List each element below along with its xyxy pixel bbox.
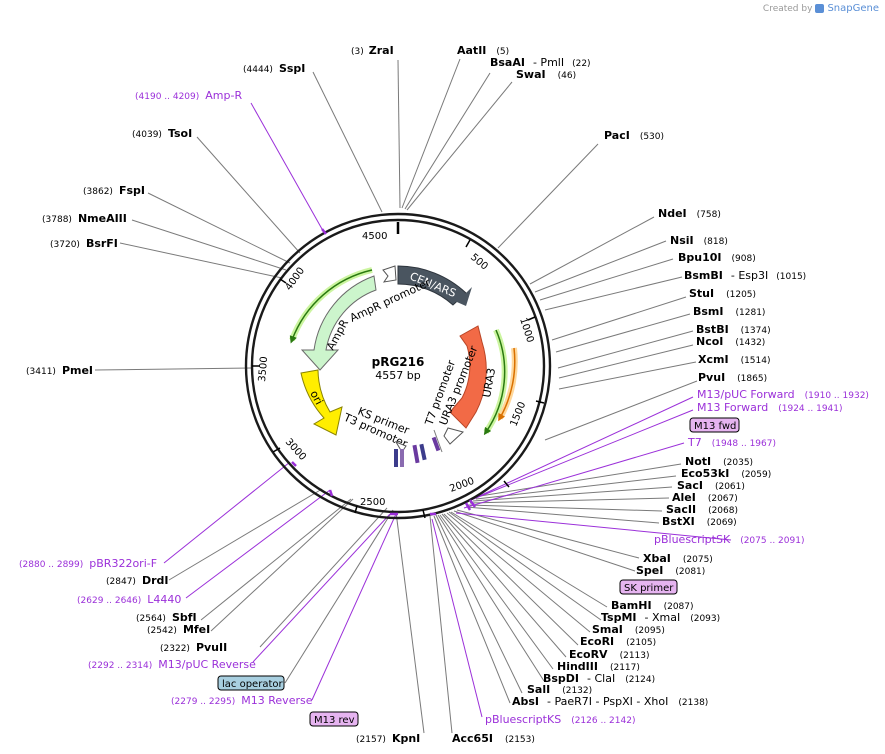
site-label[interactable]: AleI(2067) <box>672 491 738 504</box>
site-label[interactable]: (3411)PmeI <box>26 364 93 377</box>
m13-rev-box-label: M13 rev <box>314 715 355 726</box>
site-label[interactable]: (3720)BsrFI <box>50 237 118 250</box>
m13-fwd-box[interactable]: M13 fwd <box>689 417 740 433</box>
site-label[interactable]: NcoI(1432) <box>696 335 765 348</box>
ura3-feature[interactable] <box>449 325 487 429</box>
primer-bar <box>431 436 441 452</box>
tick-label: 4500 <box>362 231 387 242</box>
site-label[interactable]: EcoRV(2113) <box>569 648 650 661</box>
primer-label[interactable]: M13 Forward(1924 .. 1941) <box>697 401 843 414</box>
site-label[interactable]: BamHI(2087) <box>611 599 694 612</box>
site-label[interactable]: (2542)MfeI <box>147 623 210 636</box>
ori-label: ori <box>307 388 325 407</box>
sk-primer-box-label: SK primer <box>624 583 674 594</box>
site-label[interactable]: BsaAI- PmlI(22) <box>490 56 591 69</box>
primer-bar <box>412 444 420 464</box>
site-label[interactable]: BstXI(2069) <box>662 515 737 528</box>
primer-leader-lines <box>163 102 732 718</box>
site-label[interactable]: Bpu10I(908) <box>678 251 756 264</box>
site-label[interactable]: BspDI- ClaI(2124) <box>543 672 655 685</box>
site-label[interactable]: Acc65I(2153) <box>452 732 535 745</box>
site-label[interactable]: (2157)KpnI <box>356 732 420 745</box>
site-label[interactable]: Eco53kI(2059) <box>681 467 771 480</box>
scale-ticks <box>252 239 545 519</box>
primer-label[interactable]: pBluescriptKS(2126 .. 2142) <box>485 713 635 726</box>
primer-label[interactable]: M13/pUC Forward(1910 .. 1932) <box>697 388 869 401</box>
site-label[interactable]: EcoRI(2105) <box>580 635 656 648</box>
plasmid-name: pRG216 <box>372 355 425 369</box>
primer-bar <box>394 449 398 467</box>
ampr-feature[interactable] <box>300 275 377 371</box>
site-label[interactable]: XcmI(1514) <box>698 353 771 366</box>
left-labels: (4444)SspI (4190 .. 4209)Amp-R (4039)Tso… <box>19 62 420 745</box>
primer-label[interactable]: (2279 .. 2295)M13 Reverse <box>171 694 313 707</box>
small-promoter-arrow <box>382 265 397 283</box>
site-label[interactable]: NsiI(818) <box>670 234 728 247</box>
ura3-promoter-arrow <box>443 427 465 445</box>
snapgene-logo-icon <box>815 4 825 13</box>
site-label[interactable]: (4444)SspI <box>243 62 305 75</box>
primer-label[interactable]: (2629 .. 2646)L4440 <box>77 593 181 606</box>
site-label[interactable]: BsmBI- Esp3I(1015) <box>684 269 806 282</box>
site-label[interactable]: (3862)FspI <box>83 184 145 197</box>
m13-rev-box[interactable]: M13 rev <box>309 711 359 727</box>
tick-label: 1500 <box>509 400 529 428</box>
site-label[interactable]: SacII(2068) <box>666 503 738 516</box>
primer-bar <box>419 443 427 461</box>
site-label[interactable]: PacI(530) <box>604 129 664 142</box>
leader-lines <box>94 58 698 734</box>
ori-feature[interactable] <box>300 369 343 436</box>
site-label[interactable]: (3)ZraI <box>351 44 394 57</box>
lac-operator-box-label: lac operator <box>222 679 283 690</box>
ura3-label: URA3 <box>480 367 498 399</box>
site-label[interactable]: (3788)NmeAIII <box>42 212 127 225</box>
site-label[interactable]: SacI(2061) <box>677 479 745 492</box>
site-label[interactable]: BsmI(1281) <box>693 305 765 318</box>
site-label[interactable]: (2564)SbfI <box>136 611 197 624</box>
credit-brand: SnapGene <box>827 3 879 14</box>
site-label[interactable]: NdeI(758) <box>658 207 721 220</box>
tick-label: 2500 <box>360 497 385 508</box>
site-label[interactable]: (2322)PvuII <box>160 641 227 654</box>
primer-label[interactable]: (2292 .. 2314)M13/pUC Reverse <box>88 658 256 671</box>
site-label[interactable]: HindIII(2117) <box>557 660 640 673</box>
primer-label[interactable]: (4190 .. 4209)Amp-R <box>135 89 242 102</box>
right-labels: (3)ZraI AatII(5) BsaAI- PmlI(22) SwaI(46… <box>351 44 869 745</box>
site-label[interactable]: NotI(2035) <box>685 455 753 468</box>
site-label[interactable]: StuI(1205) <box>689 287 756 300</box>
tick-label: 3500 <box>257 356 270 382</box>
snapgene-credit: Created by SnapGene <box>763 3 879 14</box>
plasmid-length: 4557 bp <box>375 369 420 382</box>
primer-label[interactable]: T7(1948 .. 1967) <box>687 436 776 449</box>
site-label[interactable]: AbsI- PaeR7I - PspXI - XhoI(2138) <box>512 695 708 708</box>
primer-label[interactable]: (2880 .. 2899)pBR322ori-F <box>19 557 157 570</box>
site-label[interactable]: SmaI(2095) <box>592 623 665 636</box>
site-label[interactable]: SwaI(46) <box>516 68 576 81</box>
primer-bar <box>400 449 404 467</box>
site-label[interactable]: TspMI- XmaI(2093) <box>601 611 720 624</box>
tick-label: 1000 <box>517 317 535 345</box>
sk-primer-box[interactable]: SK primer <box>619 579 678 595</box>
site-label[interactable]: BstBI(1374) <box>696 323 771 336</box>
site-label[interactable]: SpeI(2081) <box>636 564 705 577</box>
lac-operator-box[interactable]: lac operator <box>217 675 285 691</box>
site-label[interactable]: AatII(5) <box>457 44 509 57</box>
site-label[interactable]: XbaI(2075) <box>643 552 713 565</box>
site-label[interactable]: PvuI(1865) <box>698 371 767 384</box>
site-label[interactable]: (2847)DrdI <box>106 574 168 587</box>
m13-fwd-box-label: M13 fwd <box>694 421 736 432</box>
primer-label[interactable]: pBluescriptSK(2075 .. 2091) <box>654 533 804 546</box>
site-label[interactable]: (4039)TsoI <box>132 127 192 140</box>
tick-label: 500 <box>468 252 490 273</box>
credit-created-by: Created by <box>762 3 813 14</box>
site-label[interactable]: SalI(2132) <box>527 683 592 696</box>
